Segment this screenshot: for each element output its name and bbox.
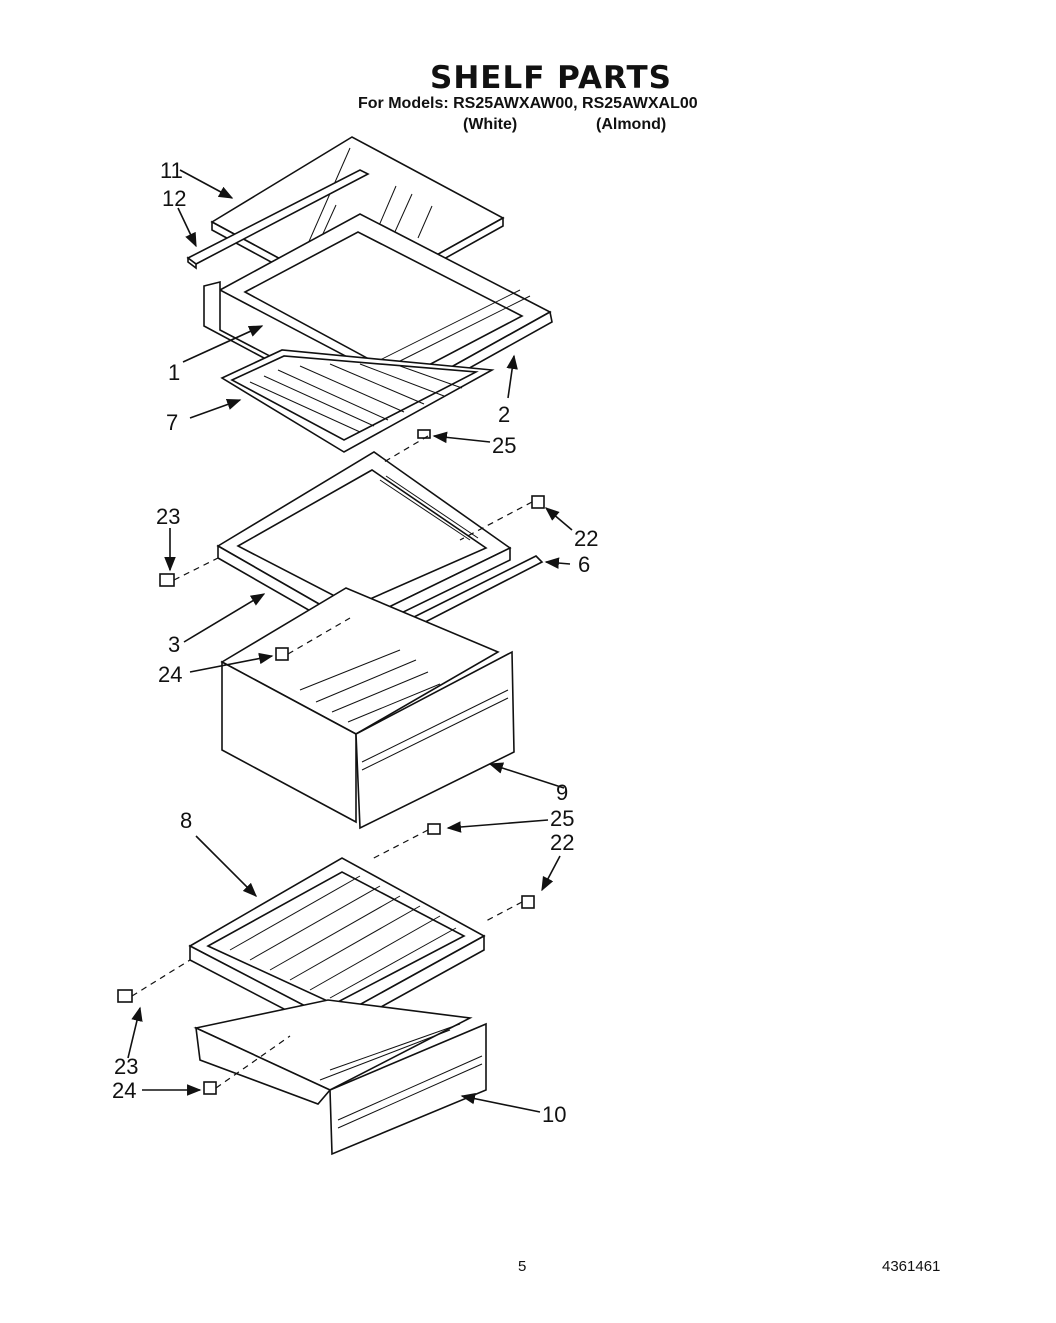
document-number: 4361461 [882, 1258, 941, 1275]
callout-10: 10 [542, 1102, 566, 1127]
callout-9: 9 [556, 780, 568, 805]
page-title: SHELF PARTS [430, 60, 672, 96]
leader-arrows [127, 169, 573, 1113]
lower-drawer-part [193, 999, 487, 1156]
crisper-drawer-part [220, 587, 515, 830]
shelf-trim-part [186, 169, 370, 270]
callout-23-lower: 23 [114, 1054, 138, 1079]
callout-22-lower: 22 [550, 830, 574, 855]
color-almond-label: (Almond) [596, 116, 667, 133]
callout-2: 2 [498, 402, 510, 427]
color-white-label: (White) [463, 116, 518, 133]
hardware-parts [117, 429, 545, 1095]
callout-1: 1 [168, 360, 180, 385]
callout-12: 12 [162, 186, 186, 211]
callout-6: 6 [578, 552, 590, 577]
callout-22-upper: 22 [574, 526, 598, 551]
callout-25-upper: 25 [492, 433, 516, 458]
callout-8: 8 [180, 808, 192, 833]
page-number: 5 [518, 1258, 527, 1275]
alignment-lines [131, 435, 533, 1089]
models-line: For Models: RS25AWXAW00, RS25AWXAL00 [358, 95, 698, 112]
callout-23-upper: 23 [156, 504, 180, 529]
callout-11: 11 [160, 158, 183, 183]
shelf-insert-part [220, 349, 495, 453]
callout-3: 3 [168, 632, 180, 657]
callout-24-lower: 24 [112, 1078, 136, 1103]
callout-7: 7 [166, 410, 178, 435]
callout-24-upper: 24 [158, 662, 182, 687]
callout-25-lower: 25 [550, 806, 574, 831]
